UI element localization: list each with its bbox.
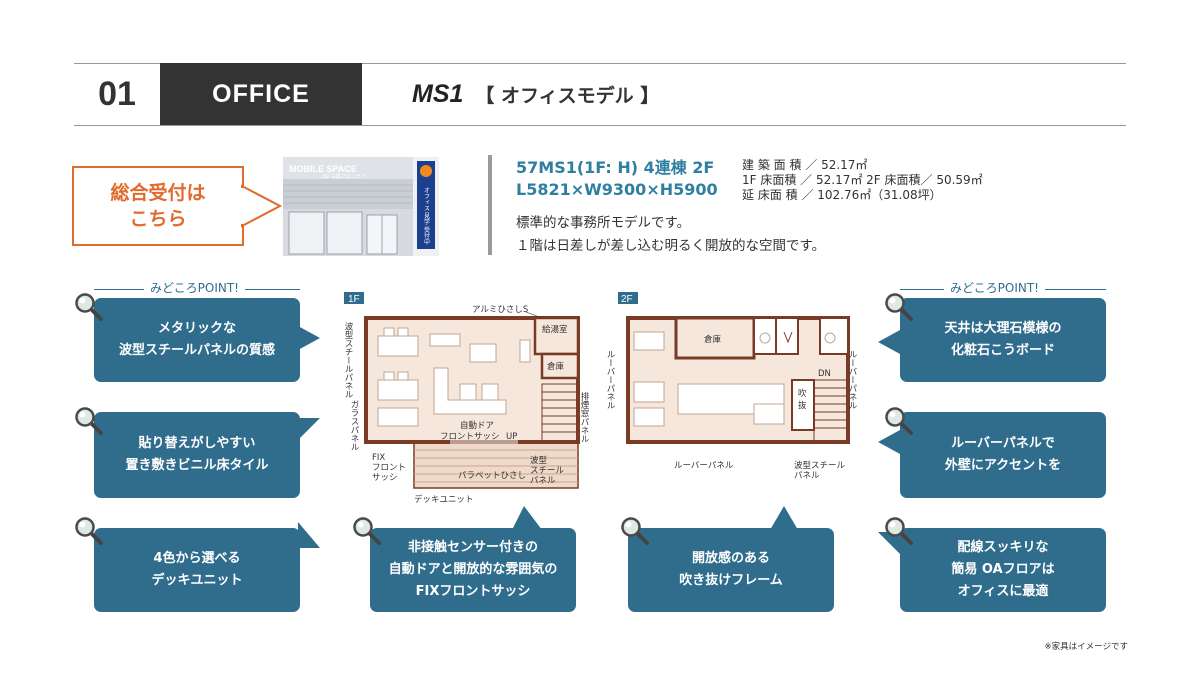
plan-1f-storage: 倉庫	[547, 361, 565, 372]
point-bubble-louver-panel[interactable]: ルーバーパネルで 外壁にアクセントを	[900, 412, 1106, 498]
plan-1f-wave-panel-2b: スチール	[530, 466, 565, 476]
spec-desc-line1: 標準的な事務所モデルです。	[516, 215, 691, 231]
plan-1f-fix-sash: サッシ	[372, 473, 398, 483]
bubble-pointer	[512, 506, 542, 530]
plan-2f-tag-bg	[618, 292, 638, 304]
page-title: MS1 【 オフィスモデル 】	[412, 78, 659, 110]
point-text-open-frame: 開放感のある 吹き抜けフレーム	[679, 551, 783, 588]
header-bottom-rule	[74, 125, 1126, 126]
point-text-ceiling-board: 天井は大理石模様の 化粧石こうボード	[944, 321, 1062, 358]
magnifier-icon	[353, 517, 381, 545]
plan-1f-fix-front: フロント	[372, 463, 406, 473]
spec-model-line: 57MS1(1F: H) 4連棟 2F	[516, 158, 715, 177]
spec-area-total: 延 床面 積 ／ 102.76㎡（31.08坪）	[742, 188, 942, 202]
plan-1f-tag-bg	[344, 292, 364, 304]
reception-text: 総合受付は こちら	[93, 180, 223, 232]
storage-room-2f	[674, 316, 756, 360]
plan-2f-storage: 倉庫	[704, 334, 722, 345]
point-text-louver-panel: ルーバーパネルで 外壁にアクセントを	[944, 436, 1062, 473]
plan-2f-wave-panel-2: パネル	[794, 471, 820, 481]
magnifier-icon	[885, 407, 913, 435]
point-text-steel-panel: メタリックな 波型スチールパネルの質感	[118, 321, 275, 358]
point-bubble-floor-tile[interactable]: 貼り替えがしやすい 置き敷きビニル床タイル	[94, 412, 300, 498]
point-bubble-ceiling-board[interactable]: 天井は大理石模様の 化粧石こうボード	[900, 298, 1106, 382]
plan-1f-wave-panel-2a: 波型	[530, 455, 548, 466]
bubble-pointer	[298, 522, 320, 548]
plan-2f-louver-bottom: ルーバーパネル	[674, 461, 734, 471]
bubble-pointer	[878, 330, 900, 354]
plan-1f-fix: FIX	[372, 453, 385, 463]
section-number: 01	[98, 74, 136, 113]
plan-1f-front-sash: フロントサッシ	[440, 432, 500, 442]
spec-description: 標準的な事務所モデルです。 １階は日差しが差し込む明るく開放的な空間です。	[516, 212, 825, 258]
plan-1f-wave-panel-2c: パネル	[530, 476, 556, 486]
points-label-right: みどころPOINT!	[944, 279, 1045, 296]
point-bubble-oa-floor[interactable]: 配線スッキリな 簡易 OAフロアは オフィスに最適	[900, 528, 1106, 612]
magnifier-icon	[75, 293, 103, 321]
floor-plan-2f: 2F 倉庫 DN 吹 抜 ルーバーパネル ルーバーパネル ルーバーパネル 波型ス…	[605, 292, 857, 481]
plan-2f-louver-left: ルーバーパネル	[605, 350, 615, 410]
furniture-footnote: ※家具はイメージです	[1044, 642, 1128, 652]
plan-1f-alumi-canopy: アルミひさしS	[472, 305, 528, 315]
photo-sign: MOBILE SPACE	[289, 164, 357, 174]
building-photo: MOBILE SPACE by 三協フロンテア オフィス 見学 受付中	[283, 157, 439, 256]
pipe-space	[775, 317, 799, 355]
spec-area-floors: 1F 床面積 ／ 52.17㎡ 2F 床面積／ 50.59㎡	[742, 173, 983, 187]
point-text-floor-tile: 貼り替えがしやすい 置き敷きビニル床タイル	[125, 436, 269, 473]
spec-size-line: L5821×W9300×H5900	[516, 180, 718, 199]
points-label-left: みどころPOINT!	[144, 279, 245, 296]
magnifier-icon	[75, 407, 103, 435]
plan-2f-dn: DN	[818, 369, 831, 379]
reception-line1: 総合受付は	[110, 182, 206, 204]
reception-callout-pointer	[240, 184, 283, 228]
point-text-oa-floor: 配線スッキリな 簡易 OAフロアは オフィスに最適	[951, 540, 1055, 599]
reception-callout[interactable]: 総合受付は こちら	[72, 166, 244, 246]
magnifier-icon	[885, 293, 913, 321]
photo-sign-sub: by 三協フロンテア	[323, 173, 366, 180]
photo-banner: オフィス 見学 受付中	[423, 187, 430, 246]
storage-room-1f	[540, 352, 580, 380]
kitchenette-room	[533, 316, 580, 356]
plan-1f-glass-panel: ガラスパネル	[349, 400, 359, 451]
magnifier-icon	[885, 517, 913, 545]
plan-2f-wave-panel-1: 波型スチール	[794, 460, 846, 471]
section-category: OFFICE	[160, 63, 362, 125]
spec-desc-line2: １階は日差しが差し込む明るく開放的な空間です。	[516, 238, 826, 254]
plan-2f-void-1: 吹	[798, 388, 807, 399]
plan-1f-wave-panel: 波型スチールパネル	[343, 321, 353, 398]
spec-area-building: 建 築 面 積 ／ 52.17㎡	[742, 158, 868, 172]
magnifier-icon	[75, 517, 103, 545]
bubble-pointer	[298, 326, 320, 350]
plan-2f-louver-right: ルーバーパネル	[847, 350, 857, 410]
point-bubble-steel-panel[interactable]: メタリックな 波型スチールパネルの質感	[94, 298, 300, 382]
plan-1f-parapet: パラペットひさし	[458, 471, 526, 481]
plan-1f-up: UP	[506, 432, 517, 442]
plan-1f-smoke-window: 排煙窓パネル	[579, 391, 589, 443]
bubble-pointer	[770, 506, 798, 530]
bubble-pointer	[878, 532, 900, 554]
spec-areas: 建 築 面 積 ／ 52.17㎡ 1F 床面積 ／ 52.17㎡ 2F 床面積／…	[742, 158, 983, 203]
header-top-rule	[74, 63, 1126, 64]
bubble-pointer	[298, 418, 320, 440]
magnifier-icon	[621, 517, 649, 545]
plan-2f-tag: 2F	[621, 294, 633, 305]
plan-1f-tag: 1F	[348, 294, 360, 305]
point-text-auto-door: 非接触センサー付きの 自動ドアと開放的な雰囲気の FIXフロントサッシ	[388, 540, 558, 599]
point-bubble-deck-unit[interactable]: 4色から選べる デッキユニット	[94, 528, 300, 612]
reception-line2: こちら	[129, 208, 187, 230]
spec-divider	[488, 155, 492, 255]
plan-1f-auto-door: 自動ドア	[460, 420, 494, 431]
point-bubble-open-frame[interactable]: 開放感のある 吹き抜けフレーム	[628, 528, 834, 612]
point-text-deck-unit: 4色から選べる デッキユニット	[151, 551, 243, 588]
plan-1f-deck-unit: デッキユニット	[414, 494, 474, 505]
plan-2f-void-2: 抜	[798, 400, 807, 411]
plan-1f-kitchenette: 給湯室	[542, 324, 568, 335]
bubble-pointer	[878, 430, 900, 454]
point-bubble-auto-door[interactable]: 非接触センサー付きの 自動ドアと開放的な雰囲気の FIXフロントサッシ	[370, 528, 576, 612]
model-subtitle: 【 オフィスモデル 】	[475, 84, 660, 107]
model-name: MS1	[412, 79, 464, 108]
floor-plan-1f: 1F アルミひさしS 給湯室 倉庫 波型スチールパネル ガラスパネル	[343, 292, 589, 505]
spec-main: 57MS1(1F: H) 4連棟 2F L5821×W9300×H5900	[516, 157, 718, 201]
